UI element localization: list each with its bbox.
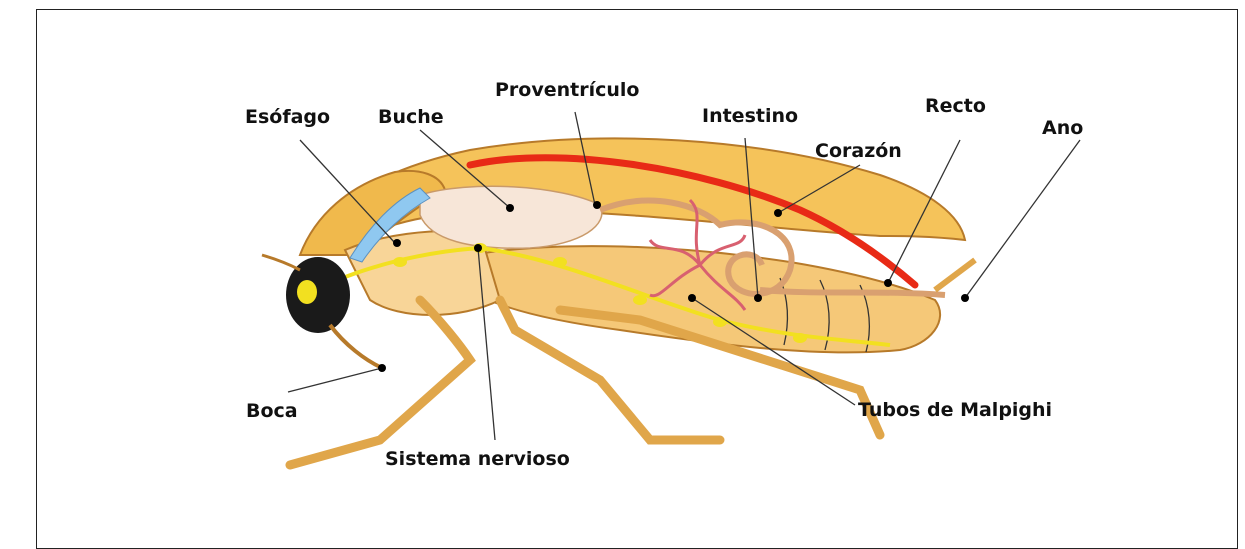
label-tubos-malpighi: Tubos de Malpighi [858, 399, 1052, 421]
label-intestino: Intestino [702, 105, 798, 127]
crop [420, 186, 602, 248]
label-boca: Boca [246, 400, 298, 422]
cerci [935, 260, 975, 290]
label-esofago: Esófago [245, 106, 330, 128]
mouthparts [330, 325, 382, 368]
rectum [760, 290, 945, 295]
compound-eye [297, 280, 317, 304]
label-proventriculo: Proventrículo [495, 79, 639, 101]
label-recto: Recto [925, 95, 986, 117]
antenna [262, 255, 300, 270]
label-ano: Ano [1042, 117, 1083, 139]
label-corazon: Corazón [815, 140, 902, 162]
label-sistema-nervioso: Sistema nervioso [385, 448, 570, 470]
cockroach-anatomy-diagram: Esófago Buche Proventrículo Intestino Re… [0, 0, 1245, 509]
label-buche: Buche [378, 106, 444, 128]
